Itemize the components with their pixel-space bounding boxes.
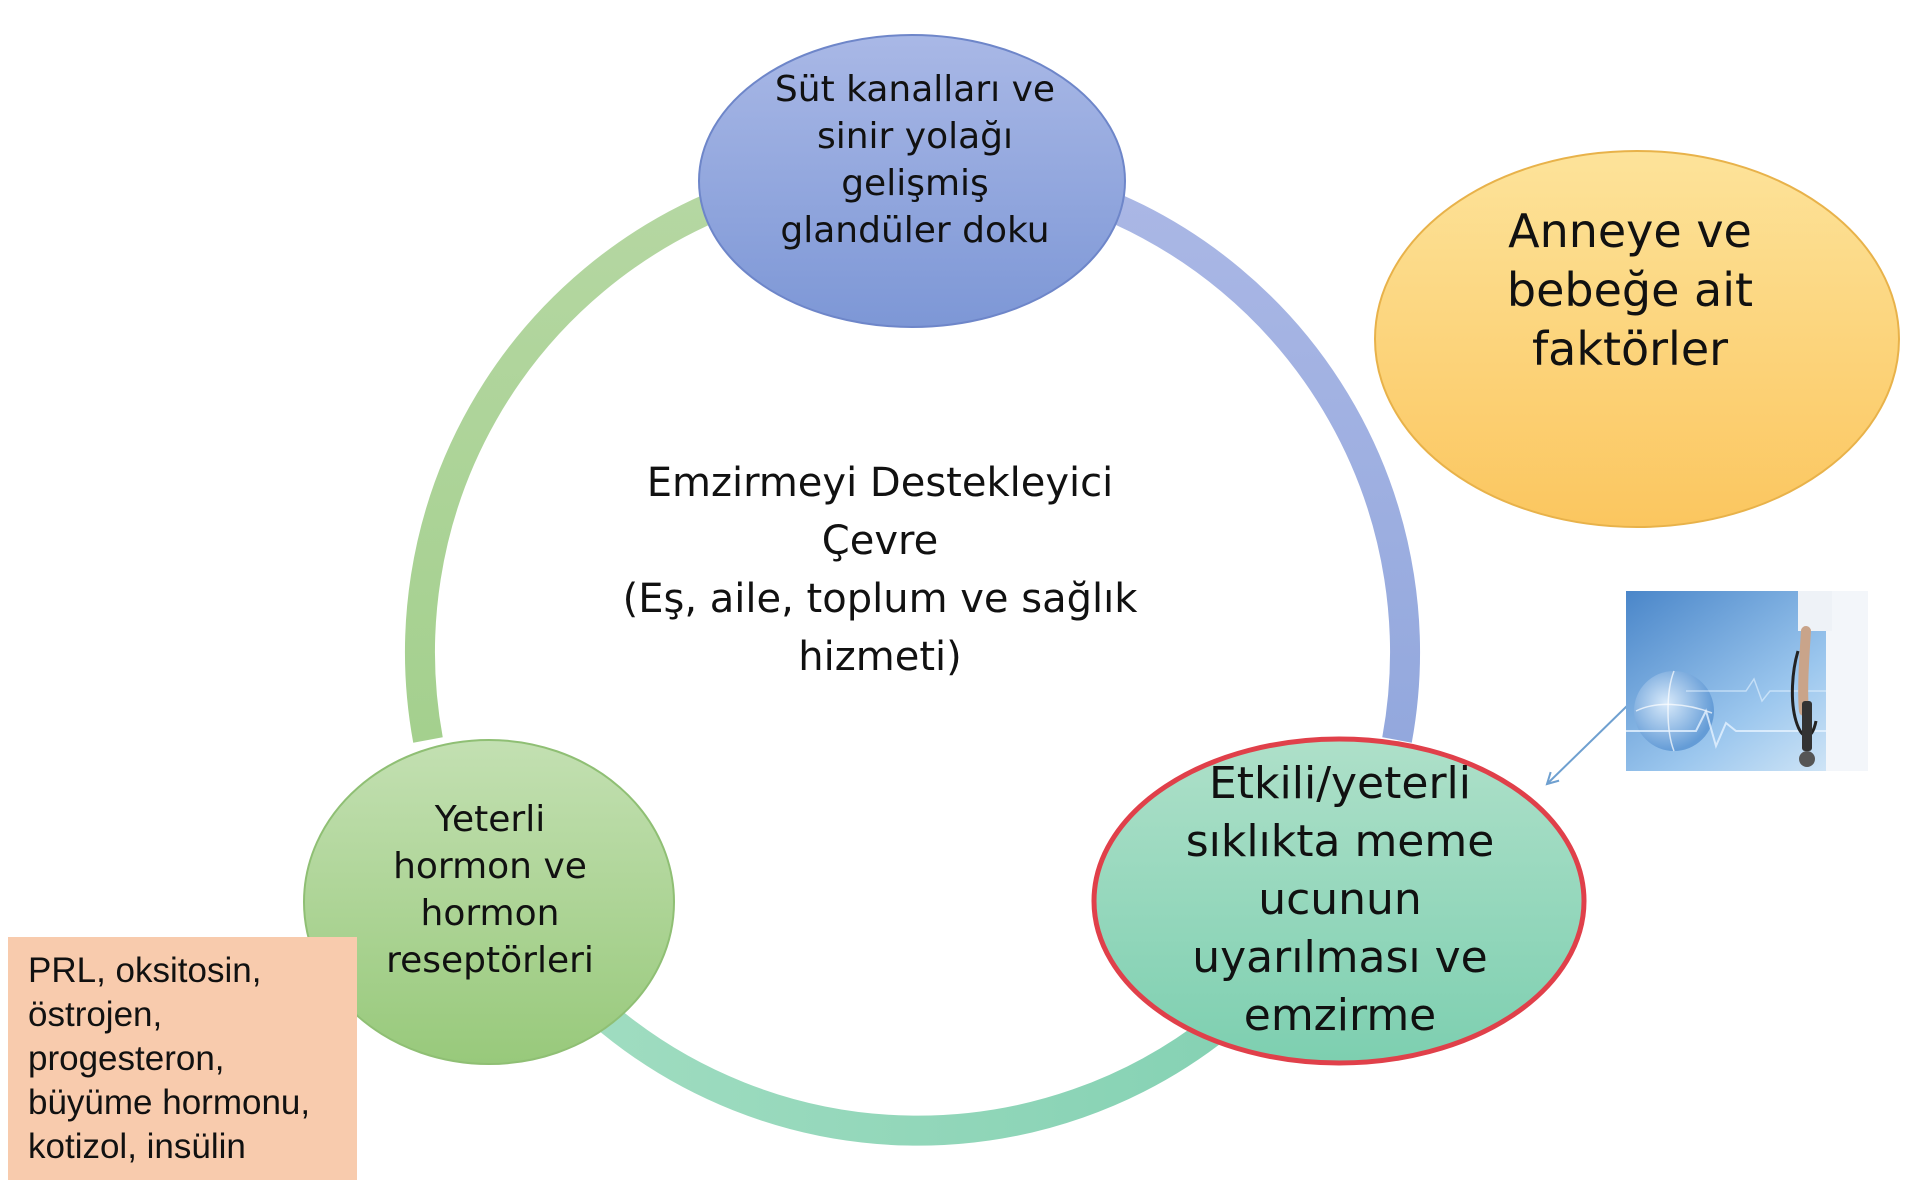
- right-node-circle: [1091, 736, 1587, 1066]
- right-node-label: Etkili/yeterli sıklıkta meme ucunun uyar…: [1185, 758, 1495, 1041]
- center-label: Emzirmeyi Destekleyici Çevre (Eş, aile, …: [622, 460, 1138, 680]
- top-node-label: Süt kanalları ve sinir yolağı gelişmiş g…: [774, 69, 1056, 251]
- cycle-arc-green: [405, 183, 741, 743]
- cycle-arc-teal: [590, 1000, 1230, 1146]
- top-node-circle: [698, 34, 1126, 328]
- hormone-list-box: PRL, oksitosin, östrojen, progesteron, b…: [8, 937, 357, 1180]
- left-node-circle: [303, 739, 675, 1065]
- cycle-arc-blue: [1084, 183, 1420, 743]
- side-factor-label: Anneye ve bebeğe ait faktörler: [1506, 203, 1754, 376]
- side-factor-circle: [1374, 150, 1900, 528]
- image-pointer-arrow: [1547, 704, 1629, 784]
- left-node-label: Yeterli hormon ve hormon reseptörleri: [386, 799, 594, 981]
- doctor-stethoscope-image: [1626, 591, 1868, 771]
